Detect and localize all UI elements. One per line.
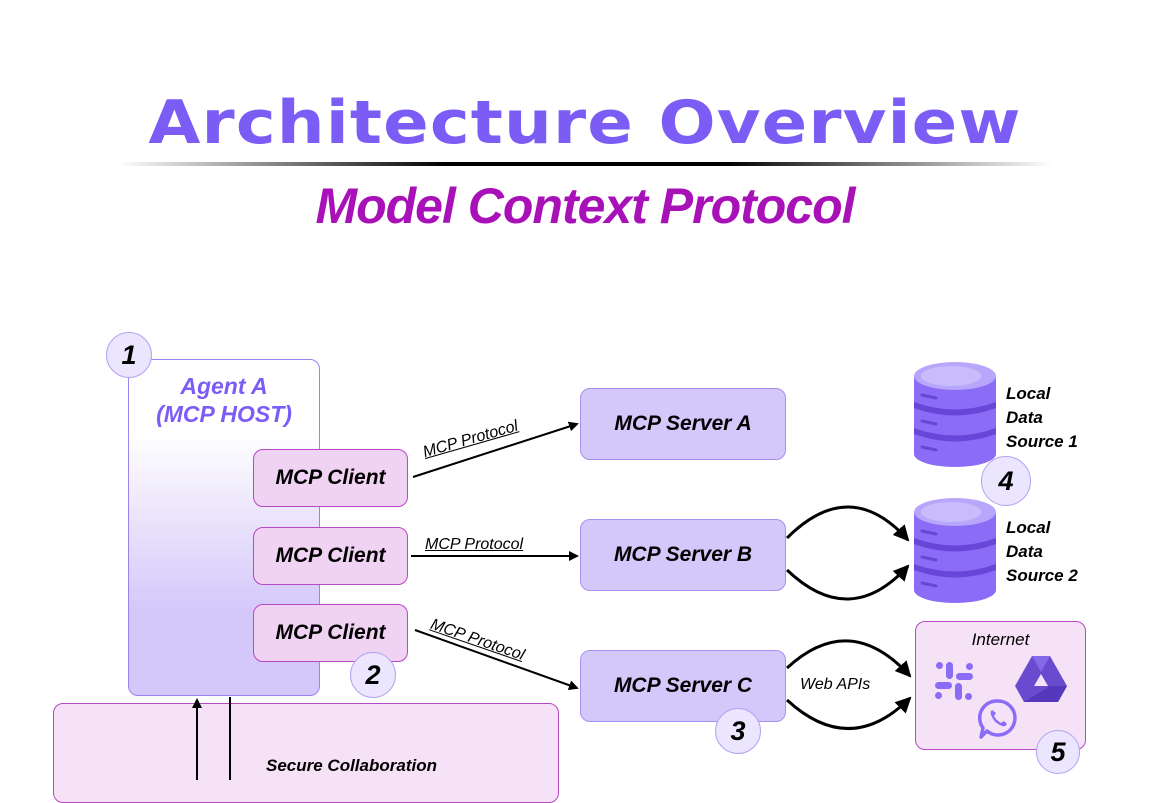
data-source-1-label: Local Data Source 1	[1006, 382, 1078, 454]
host-name: Agent A	[180, 373, 268, 399]
data-source-1-line2: Data	[1006, 408, 1043, 427]
secure-collaboration-label: Secure Collaboration	[266, 756, 437, 775]
database-icon	[914, 498, 996, 603]
mcp-client-1[interactable]: MCP Client	[253, 449, 408, 507]
data-source-1-line3: Source 1	[1006, 432, 1078, 451]
arrow-server-b-datasource-bottom	[785, 564, 910, 601]
data-source-2-label: Local Data Source 2	[1006, 516, 1078, 588]
step-badge-1: 1	[106, 332, 152, 378]
internet-box: Internet	[915, 621, 1086, 750]
google-drive-icon	[1015, 656, 1067, 702]
data-source-2-line2: Data	[1006, 542, 1043, 561]
step-badge-3: 3	[715, 708, 761, 754]
mcp-server-a[interactable]: MCP Server A	[580, 388, 786, 460]
arrow-server-c-internet-top	[785, 639, 912, 678]
web-apis-label: Web APIs	[800, 676, 871, 693]
title-divider	[118, 162, 1053, 166]
mcp-server-c[interactable]: MCP Server C	[580, 650, 786, 722]
page-subtitle: Model Context Protocol	[315, 178, 855, 234]
arrow-server-c-internet-bottom	[785, 696, 912, 730]
data-source-2-line3: Source 2	[1006, 566, 1078, 585]
step-badge-4: 4	[981, 456, 1031, 506]
step-badge-2: 2	[350, 652, 396, 698]
data-source-2-line1: Local	[1006, 518, 1051, 537]
database-icon	[914, 362, 996, 467]
step-badge-5: 5	[1036, 730, 1080, 774]
internet-label: Internet	[971, 630, 1030, 649]
protocol-label-3: MCP Protocol	[428, 615, 527, 664]
page-title: Architecture Overview	[148, 88, 1022, 158]
slack-icon	[935, 662, 973, 700]
whatsapp-icon	[978, 699, 1017, 739]
data-source-1-line1: Local	[1006, 384, 1051, 403]
protocol-label-2: MCP Protocol	[425, 536, 524, 553]
protocol-label-1: MCP Protocol	[421, 417, 521, 462]
mcp-client-3[interactable]: MCP Client	[253, 604, 408, 662]
mcp-server-b[interactable]: MCP Server B	[580, 519, 786, 591]
host-role: (MCP HOST)	[156, 401, 292, 427]
arrow-server-b-datasource-top	[785, 505, 910, 542]
mcp-client-2[interactable]: MCP Client	[253, 527, 408, 585]
secure-collaboration-panel: Secure Collaboration	[53, 703, 559, 803]
host-label: Agent A (MCP HOST)	[129, 372, 319, 428]
